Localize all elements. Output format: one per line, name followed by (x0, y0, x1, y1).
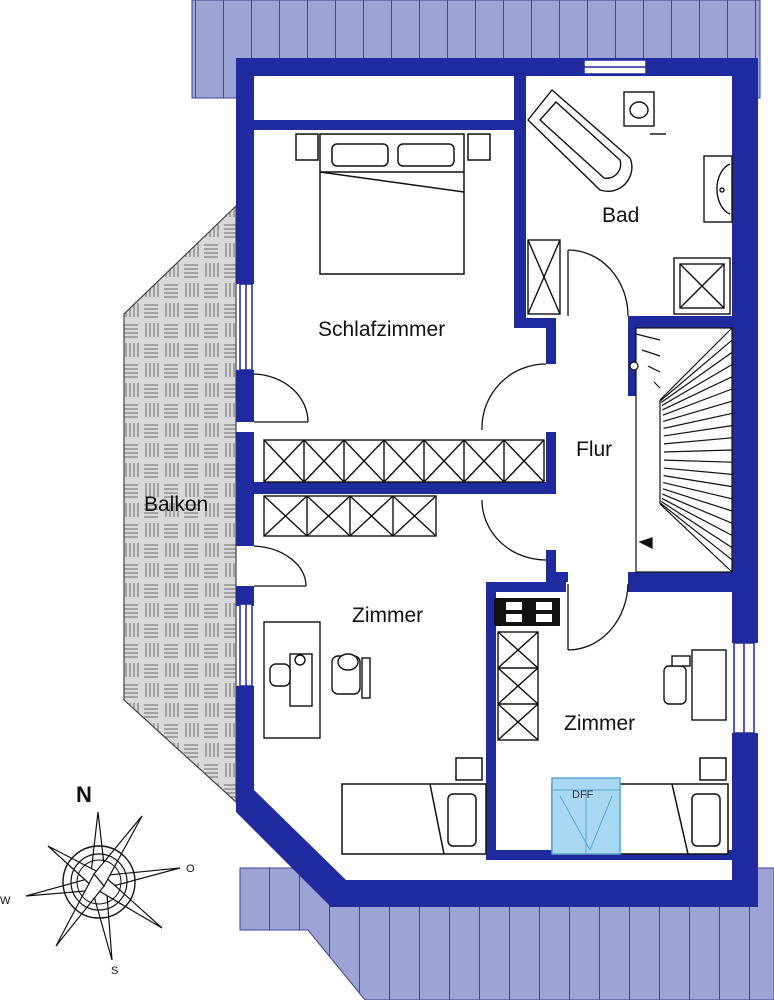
furniture-line (659, 503, 733, 573)
staircase (629, 327, 733, 573)
furniture-line (663, 475, 733, 488)
furniture-line (303, 439, 345, 483)
furniture-line (497, 667, 539, 705)
furniture-line (663, 449, 733, 453)
skylight-label: DFF (572, 789, 594, 801)
furniture-line (662, 376, 733, 411)
bathtub (527, 88, 633, 193)
room-label-zimmer-left: Zimmer (352, 604, 423, 627)
wardrobe-lower (263, 495, 437, 537)
desk-left (263, 621, 321, 739)
furniture-line (661, 497, 733, 536)
compass-north-label: N (76, 782, 92, 807)
furniture-line (662, 493, 733, 524)
wardrobe-right-room (497, 631, 539, 741)
wardrobe-upper (263, 439, 545, 483)
furniture-line (349, 495, 394, 537)
furniture-line (660, 500, 733, 549)
room-label-zimmer-right: Zimmer (564, 712, 635, 735)
toilet-icon (623, 91, 666, 135)
sink-block (494, 598, 560, 626)
furniture-line (423, 439, 465, 483)
furniture-line (653, 381, 661, 389)
furniture-line (663, 400, 733, 423)
furniture-line (660, 339, 733, 402)
furniture-line (663, 437, 733, 445)
compass-south-label: S (111, 965, 118, 977)
furniture-line (503, 439, 545, 483)
furniture-line (647, 365, 661, 373)
furniture-line (663, 467, 733, 475)
furniture-line (663, 412, 733, 429)
bed-left (341, 757, 487, 855)
room-label-bad: Bad (602, 204, 639, 227)
washbasin-icon (703, 155, 733, 223)
furniture-line (383, 439, 425, 483)
shower-tray (673, 257, 731, 315)
chair-left (331, 653, 371, 699)
furniture-line (659, 327, 733, 401)
furniture-line (661, 364, 733, 407)
furniture-line (660, 502, 733, 561)
furniture-line (392, 495, 437, 537)
furniture-line (497, 631, 539, 669)
furniture-line (660, 351, 733, 404)
shower-cabinet-flur (527, 239, 561, 315)
furniture-line (343, 439, 385, 483)
furniture-line (263, 439, 305, 483)
doors (253, 249, 629, 651)
windows (239, 59, 755, 734)
double-bed (295, 133, 491, 275)
furniture-line (635, 333, 661, 341)
furniture-line (662, 488, 733, 512)
room-label-flur: Flur (576, 438, 612, 461)
compass-west-label: W (0, 895, 11, 907)
furniture-line (263, 495, 308, 537)
compass-east-label: O (186, 863, 195, 875)
furniture-line (662, 388, 733, 416)
furniture-line (663, 425, 733, 437)
room-label-balkon: Balkon (144, 493, 208, 516)
furniture-line (497, 703, 539, 741)
furniture-line (463, 439, 505, 483)
furniture-line (663, 459, 733, 463)
furniture-line (306, 495, 351, 537)
compass-rose: N O S W (0, 782, 195, 977)
desk-right (663, 649, 727, 721)
skylight-window: DFF (551, 777, 621, 855)
room-label-schlafzimmer: Schlafzimmer (318, 318, 445, 341)
furniture-line (663, 481, 733, 500)
interior-walls (254, 76, 732, 860)
furniture-line (641, 349, 661, 357)
